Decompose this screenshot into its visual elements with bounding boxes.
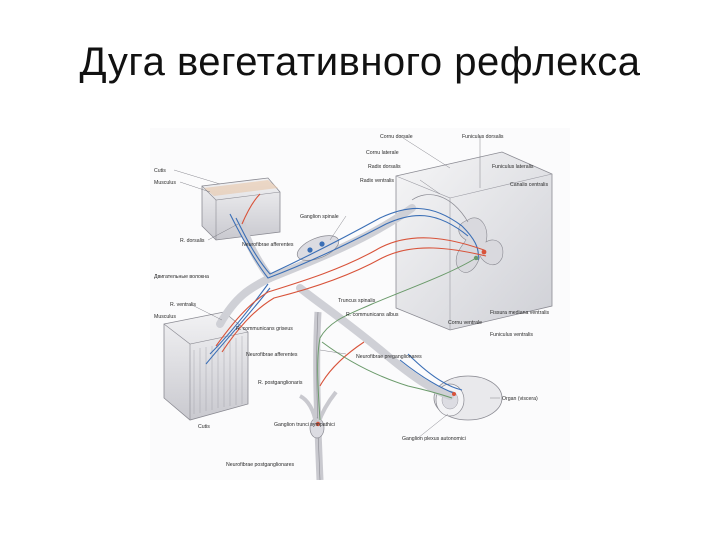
label-canalis-centralis: Canalis centralis	[510, 182, 548, 188]
label-motor-fibers: Двигательные волокна	[154, 274, 209, 280]
label-cutis-top: Cutis	[154, 168, 166, 174]
afferent-fibers	[205, 207, 479, 395]
leader-lines	[173, 135, 500, 439]
label-cornu-laterale: Cornu laterale	[366, 150, 399, 156]
label-musculus-bottom: Musculus	[154, 314, 176, 320]
label-ganglion-trunci: Ganglion trunci sympathici	[274, 422, 335, 428]
reflex-arc-svg: Cutis Musculus R. dorsalis Neurofibrae a…	[150, 128, 570, 480]
right-labels: Cornu dorsale Funiculus dorsalis Cornu l…	[300, 134, 550, 442]
label-r-postganglionaris: R. postganglionaris	[258, 380, 303, 386]
label-funiculus-lateralis: Funiculus lateralis	[492, 164, 534, 170]
left-labels: Cutis Musculus R. dorsalis Neurofibrae a…	[154, 168, 335, 468]
label-funiculus-dorsalis: Funiculus dorsalis	[462, 134, 504, 140]
label-r-dorsalis: R. dorsalis	[180, 238, 205, 244]
label-fissura-mediana: Fissura mediana ventralis	[490, 310, 550, 316]
label-funiculus-ventralis: Funiculus ventralis	[490, 332, 533, 338]
label-neurofibrae-afferentes: Neurofibrae afferentes	[242, 242, 294, 248]
label-cornu-dorsale: Cornu dorsale	[380, 134, 413, 140]
label-neurofibrae-preganglionares: Neurofibrae preganglionares	[356, 354, 422, 360]
label-ganglion-spinale: Ganglion spinale	[300, 214, 339, 220]
label-r-ventralis: R. ventralis	[170, 302, 196, 308]
label-radix-dorsalis: Radix dorsalis	[368, 164, 401, 170]
slide-title: Дуга вегетативного рефлекса	[79, 40, 641, 84]
efferent-fibers	[215, 193, 487, 387]
label-cornu-ventrale: Cornu ventrale	[448, 320, 482, 326]
label-ganglion-plexus: Ganglion plexus autonomici	[402, 436, 466, 442]
trunk-ganglion	[309, 417, 325, 439]
label-truncus-spinalis: Truncus spinalis	[338, 298, 376, 304]
label-radix-ventralis: Radix ventralis	[360, 178, 394, 184]
label-r-communicans-albus: R. communicans albus	[346, 312, 399, 318]
sympathetic-trunk	[298, 311, 338, 480]
label-cutis-bottom: Cutis	[198, 424, 210, 430]
reflex-arc-illustration: Cutis Musculus R. dorsalis Neurofibrae a…	[150, 128, 570, 480]
label-musculus-top: Musculus	[154, 180, 176, 186]
skin-block-top	[201, 177, 281, 241]
label-neurofibrae-postganglionares: Neurofibrae postganglionares	[226, 462, 294, 468]
label-organ: Organ (viscera)	[502, 396, 538, 402]
label-r-communicans-griseus: R. communicans griseus	[236, 326, 293, 332]
label-neurofibrae-afferentes-2: Neurofibrae afferentes	[246, 352, 298, 358]
preganglionic-fibers	[317, 257, 477, 421]
spinal-nerve	[216, 204, 454, 400]
